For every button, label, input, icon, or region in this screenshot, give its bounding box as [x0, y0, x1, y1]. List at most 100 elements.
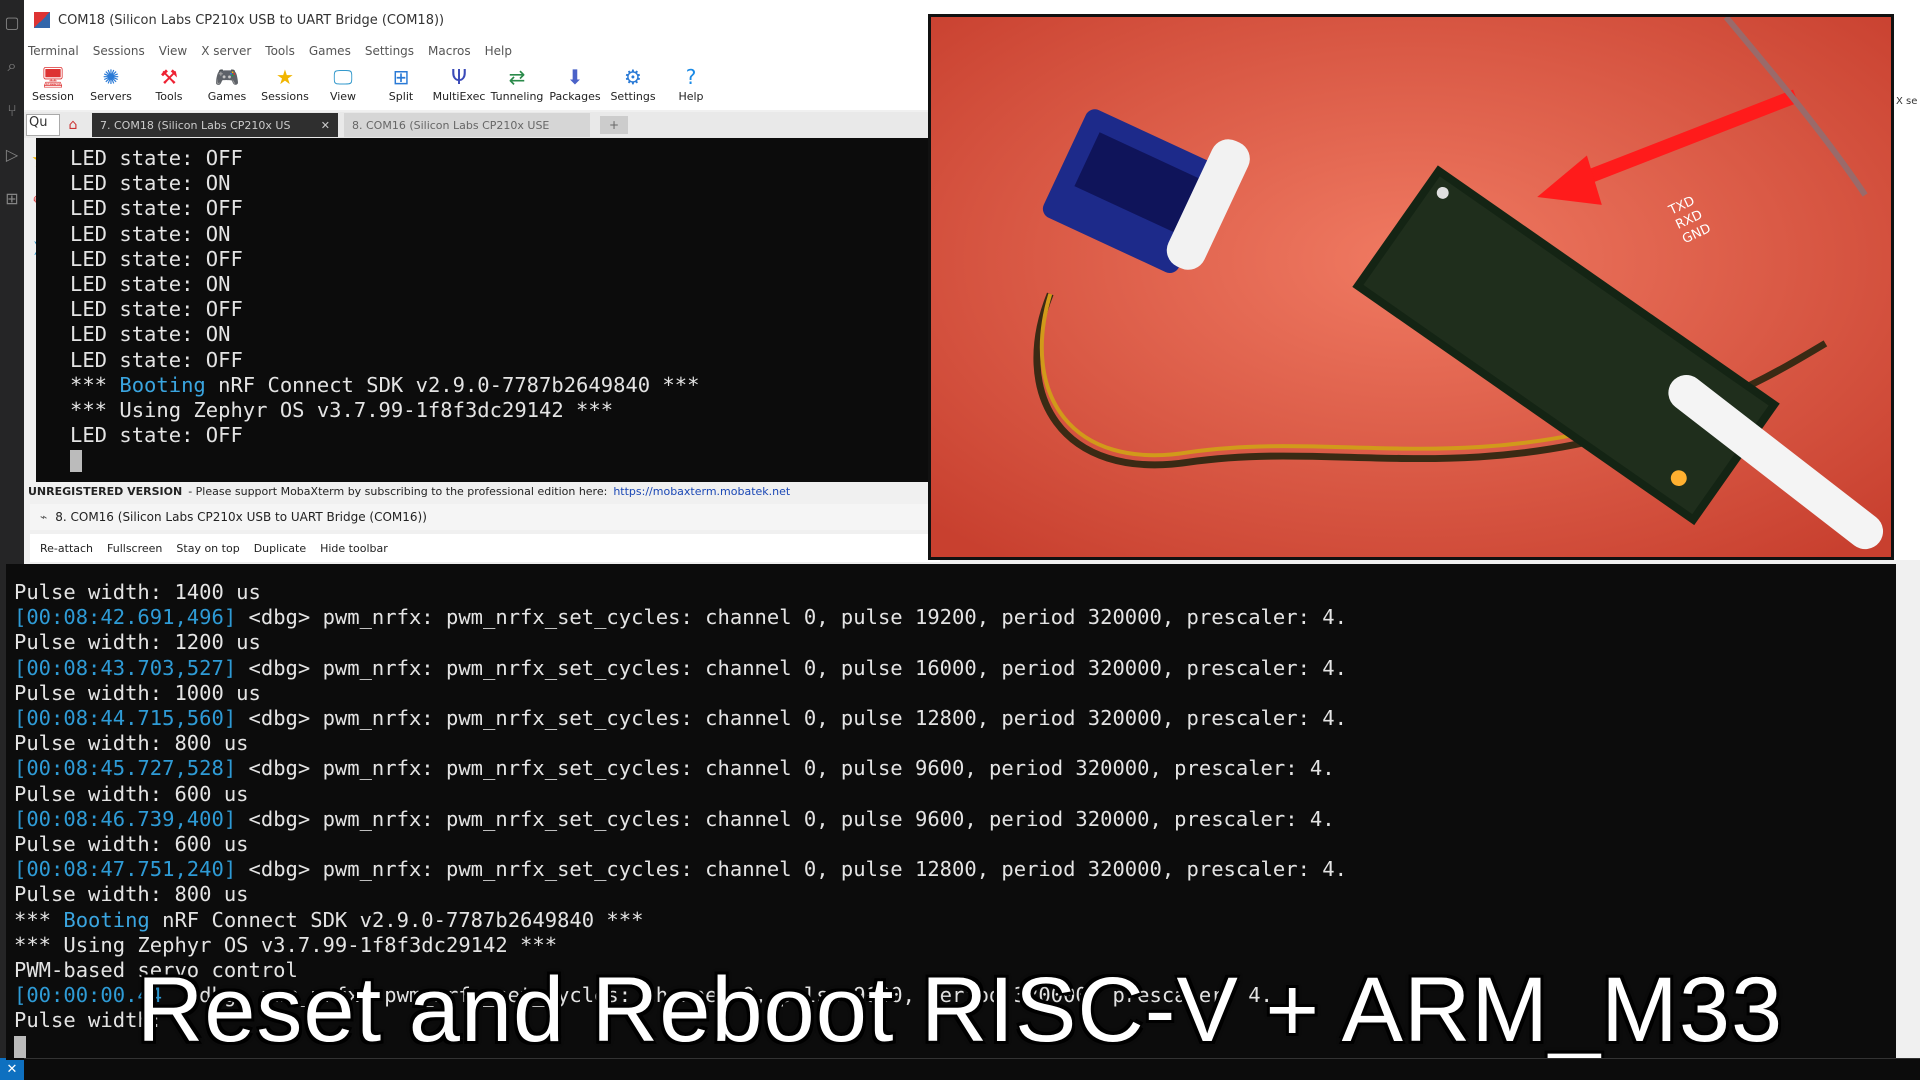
line-text: PWM-based servo control	[14, 958, 298, 983]
camera-overlay: TXD RXD GND	[928, 14, 1894, 560]
close-icon[interactable]: ✕	[320, 118, 330, 132]
plug-icon: ⌁	[40, 510, 48, 524]
sessions-button[interactable]: ★Sessions	[256, 62, 314, 110]
timestamp: [00:08:43.703,527]	[14, 655, 237, 680]
line-text: <dbg> pwm_nrfx: pwm_nrfx_set_cycles: cha…	[236, 605, 1347, 630]
servers-button[interactable]: ✺Servers	[82, 62, 140, 110]
toolbar-label: MultiExec	[432, 90, 486, 103]
menu-item-sessions[interactable]: Sessions	[92, 44, 145, 58]
terminal-line: [00:08:46.739,400] <dbg> pwm_nrfx: pwm_n…	[14, 807, 1896, 832]
tunneling-icon: ⇄	[508, 65, 526, 89]
status-bar	[24, 1058, 1920, 1080]
line-text: LED state: OFF	[70, 146, 243, 170]
line-text: <dbg> pwm_nrfx: pwm_nrfx_set_cycles: cha…	[236, 806, 1335, 831]
cursor-block	[14, 1035, 26, 1058]
line-text: *** Using Zephyr OS v3.7.99-1f8f3dc29142…	[70, 398, 614, 423]
timestamp: [00:08:47.751,240]	[14, 857, 237, 882]
line-text: LED state: OFF	[70, 347, 243, 372]
stay-on-top-button[interactable]: Stay on top	[176, 541, 240, 555]
menu-item-macros[interactable]: Macros	[428, 44, 471, 58]
line-text: *** Using Zephyr OS v3.7.99-1f8f3dc29142…	[14, 932, 558, 957]
terminal-line: [00:08:42.691,496] <dbg> pwm_nrfx: pwm_n…	[14, 605, 1896, 630]
terminal-line: Pulse width: 800 us	[14, 882, 1896, 907]
tab-label: 7. COM18 (Silicon Labs CP210x US	[100, 118, 291, 132]
line-text: LED state: ON	[70, 221, 231, 246]
terminal-line: Pulse width: 1200 us	[14, 630, 1896, 655]
terminal-line: [00:08:43.703,527] <dbg> pwm_nrfx: pwm_n…	[14, 656, 1896, 681]
toolbar-label: Tools	[155, 90, 183, 103]
view-button[interactable]: 🖵View	[314, 62, 372, 110]
source-control-icon[interactable]: ⑂	[7, 100, 17, 120]
toolbar-label: Sessions	[261, 90, 309, 103]
line-text: Pulse width: 1200 us	[14, 630, 261, 655]
tab-com16[interactable]: 8. COM16 (Silicon Labs CP210x USE	[344, 113, 590, 137]
pane2-title: 8. COM16 (Silicon Labs CP210x USB to UAR…	[55, 510, 427, 524]
menu-item-tools[interactable]: Tools	[265, 44, 295, 58]
boot-prefix: ***	[70, 372, 120, 397]
servers-icon: ✺	[102, 65, 120, 89]
line-text: <dbg> pwm_nrfx: pwm_nrfx_set_cycles: cha…	[162, 983, 1273, 1008]
hide-toolbar-button[interactable]: Hide toolbar	[320, 541, 388, 555]
packages-icon: ⬇	[566, 65, 584, 89]
tools-icon: ⚒	[160, 65, 178, 89]
menu-item-view[interactable]: View	[158, 44, 188, 58]
menu-item-terminal[interactable]: Terminal	[28, 44, 79, 58]
split-button[interactable]: ⊞Split	[372, 62, 430, 110]
view-icon: 🖵	[333, 65, 353, 89]
tools-button[interactable]: ⚒Tools	[140, 62, 198, 110]
tunneling-button[interactable]: ⇄Tunneling	[488, 62, 546, 110]
line-text: Pulse width: 1000 us	[14, 680, 261, 705]
extensions-icon[interactable]: ⊞	[5, 188, 19, 208]
line-text: <dbg> pwm_nrfx: pwm_nrfx_set_cycles: cha…	[236, 756, 1335, 781]
toolbar-label: Settings	[610, 90, 656, 103]
x-server-label: X se	[1896, 96, 1918, 107]
fullscreen-button[interactable]: Fullscreen	[107, 541, 163, 555]
new-tab-icon[interactable]: +	[600, 116, 628, 134]
line-text: Pulse width: 6	[14, 1008, 187, 1033]
timestamp: [00:08:42.691,496]	[14, 605, 237, 630]
terminal-com16[interactable]: Pulse width: 1400 us[00:08:42.691,496] <…	[6, 564, 1896, 1060]
remote-icon[interactable]: ✕	[0, 1058, 24, 1080]
help-icon: ?	[685, 65, 697, 89]
line-text: LED state: ON	[70, 272, 231, 297]
terminal-line: LED state: OFF	[70, 348, 928, 373]
timestamp: [00:08:44.715,560]	[14, 706, 237, 731]
terminal-line: LED state: ON	[70, 272, 928, 297]
debug-icon[interactable]: ▷	[5, 144, 19, 164]
re-attach-button[interactable]: Re-attach	[40, 541, 94, 555]
toolbar-label: Split	[388, 90, 414, 103]
session-button[interactable]: 🖥Session	[24, 62, 82, 110]
settings-button[interactable]: ⚙Settings	[604, 62, 662, 110]
toolbar-label: Packages	[549, 90, 601, 103]
home-icon[interactable]: ⌂	[68, 117, 78, 133]
line-text: LED state: ON	[70, 171, 231, 196]
duplicate-button[interactable]: Duplicate	[253, 541, 307, 555]
star-icon: ★	[276, 65, 294, 89]
toolbar-label: Games	[207, 90, 247, 103]
pane2-toolbar: Re-attach Fullscreen Stay on top Duplicate H…	[30, 534, 940, 562]
terminal-line: *** Booting nRF Connect SDK v2.9.0-7787b…	[70, 373, 928, 398]
search-icon[interactable]: ⌕	[7, 56, 17, 75]
tab-com18[interactable]: 7. COM18 (Silicon Labs CP210x US ✕	[92, 113, 338, 137]
window-title: COM18 (Silicon Labs CP210x USB to UART B…	[58, 12, 445, 28]
menu-item-x-server[interactable]: X server	[201, 44, 252, 58]
files-icon[interactable]: ▢	[4, 12, 20, 32]
help-button[interactable]: ?Help	[662, 62, 720, 110]
menu-item-games[interactable]: Games	[308, 44, 351, 58]
quick-connect-input[interactable]: Qu	[26, 114, 60, 136]
app-icon	[34, 12, 50, 28]
line-text: <dbg> pwm_nrfx: pwm_nrfx_set_cycles: cha…	[236, 857, 1347, 882]
timestamp: [00:08:46.739,400]	[14, 806, 237, 831]
session-icon: 🖥	[40, 65, 66, 89]
terminal-line: Pulse width: 800 us	[14, 731, 1896, 756]
line-text: LED state: OFF	[70, 196, 243, 221]
games-button[interactable]: 🎮Games	[198, 62, 256, 110]
menu-item-help[interactable]: Help	[484, 44, 512, 58]
mobatek-link[interactable]: https://mobaxterm.mobatek.net	[613, 484, 791, 498]
menu-item-settings[interactable]: Settings	[364, 44, 415, 58]
packages-button[interactable]: ⬇Packages	[546, 62, 604, 110]
toolbar-label: Session	[32, 90, 74, 103]
terminal-line: LED state: OFF	[70, 247, 928, 272]
